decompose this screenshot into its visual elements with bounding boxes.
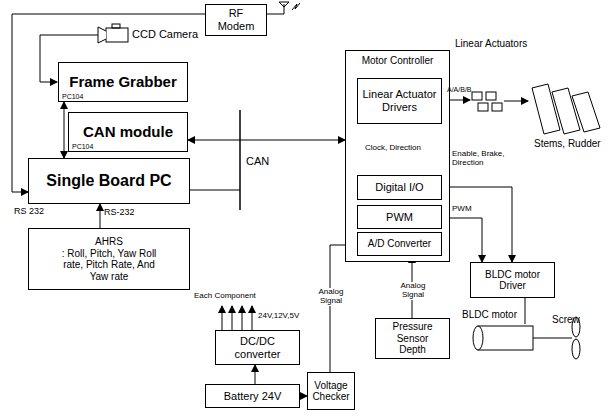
signal-label: Clock, Direction bbox=[364, 144, 422, 153]
actuator-symbol bbox=[486, 92, 496, 100]
power-label: Each Component bbox=[194, 292, 256, 301]
modem-box: RF Modem bbox=[205, 4, 267, 36]
node-title: Frame Grabber bbox=[69, 73, 177, 90]
battery-box: Battery 24V bbox=[205, 384, 300, 408]
signal-label: A/A/B/B bbox=[447, 86, 472, 94]
propeller-shaft bbox=[533, 338, 572, 339]
node-title: Digital I/O bbox=[375, 181, 423, 194]
component-label: Screw bbox=[552, 314, 580, 325]
radio-wave bbox=[292, 3, 300, 10]
component-label: CCD Camera bbox=[132, 28, 198, 40]
camera-body bbox=[106, 28, 128, 42]
actuator-symbol bbox=[478, 103, 488, 111]
node-title: AHRS bbox=[95, 236, 123, 248]
connector bbox=[100, 204, 101, 228]
driver-box: BLDC motor Driver bbox=[470, 262, 555, 298]
module-box: A/D Converter bbox=[357, 232, 442, 256]
node-title: Battery 24V bbox=[224, 390, 281, 403]
component-label: Linear Actuators bbox=[455, 38, 527, 49]
signal-label: RS-232 bbox=[104, 208, 135, 218]
node-title: Voltage Checker bbox=[311, 380, 351, 403]
checker-box: Voltage Checker bbox=[307, 372, 355, 410]
propeller-blade bbox=[572, 339, 580, 359]
node-title: DC/DC converter bbox=[228, 335, 288, 360]
connector bbox=[188, 140, 345, 141]
power-label: 24V,12V,5V bbox=[258, 312, 299, 321]
signal-label: PWM bbox=[452, 205, 472, 214]
bldc-motor-body bbox=[478, 326, 533, 350]
node-text: PC104 bbox=[72, 143, 93, 150]
power-arrow bbox=[252, 306, 253, 330]
connector bbox=[300, 396, 307, 397]
converter-box: DC/DC converter bbox=[215, 330, 300, 365]
motor-wire bbox=[525, 298, 526, 324]
connector bbox=[255, 365, 256, 384]
node-title: RF Modem bbox=[209, 7, 263, 32]
signal-label: Analog Signal bbox=[310, 288, 352, 306]
sensor-box: Pressure Sensor Depth bbox=[375, 318, 450, 359]
node-text: PC104 bbox=[62, 93, 83, 100]
power-arrow bbox=[242, 306, 243, 330]
module-box: PWM bbox=[357, 205, 442, 229]
bldc-motor-end bbox=[473, 326, 483, 350]
camera-top bbox=[112, 24, 120, 28]
board-box: Frame GrabberPC104 bbox=[58, 62, 188, 102]
sensor-box: AHRS: Roll, Pitch, Yaw Roll rate, Pitch … bbox=[28, 228, 190, 290]
module-box: Linear Actuator Drivers bbox=[357, 78, 442, 124]
antenna-wire bbox=[267, 14, 284, 15]
board-box: CAN modulePC104 bbox=[68, 112, 188, 152]
connector bbox=[330, 245, 357, 372]
connector bbox=[442, 187, 512, 262]
camera-wire bbox=[40, 82, 57, 83]
signal-label: Analog Signal bbox=[392, 282, 434, 300]
actuator-symbol bbox=[492, 103, 502, 111]
node-title: Single Board PC bbox=[46, 172, 171, 190]
controller-box: Motor ControllerLinear Actuator DriversD… bbox=[345, 50, 450, 262]
node-text: : Roll, Pitch, Yaw Roll rate, Pitch Rate… bbox=[54, 248, 164, 283]
node-title: Linear Actuator Drivers bbox=[361, 88, 438, 113]
node-title: Pressure Sensor Depth bbox=[383, 321, 443, 356]
connector bbox=[64, 102, 65, 158]
camera-lens bbox=[98, 27, 106, 43]
node-title: A/D Converter bbox=[368, 238, 431, 250]
power-arrow bbox=[222, 306, 223, 330]
node-title: CAN module bbox=[83, 123, 173, 140]
signal-label: Enable, Brake, Direction bbox=[452, 150, 508, 168]
signal-label: RS 232 bbox=[14, 207, 44, 217]
power-arrow bbox=[232, 306, 233, 330]
node-title: BLDC motor Driver bbox=[483, 269, 543, 292]
component-label: BLDC motor bbox=[462, 309, 517, 320]
board-box: Single Board PC bbox=[28, 158, 190, 204]
bus-label: CAN bbox=[246, 155, 269, 167]
actuator-link bbox=[504, 101, 528, 102]
node-title: Motor Controller bbox=[362, 55, 434, 67]
node-title: PWM bbox=[386, 211, 413, 224]
component-label: Stems, Rudder bbox=[534, 138, 601, 149]
antenna-symbol bbox=[279, 2, 289, 14]
actuator-symbol bbox=[472, 92, 482, 100]
can-bus-tap bbox=[190, 190, 240, 191]
module-box: Digital I/O bbox=[357, 175, 442, 200]
can-bus bbox=[239, 110, 241, 210]
rudder-fin bbox=[572, 92, 600, 132]
